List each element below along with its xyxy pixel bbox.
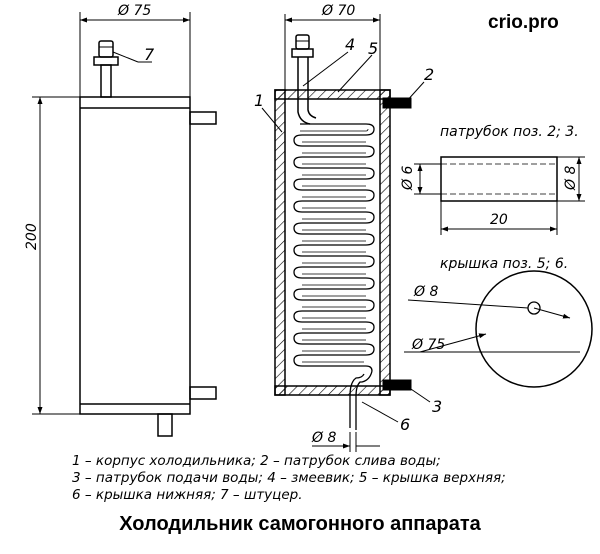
legend-line: 1 – корпус холодильника; 2 – патрубок сл… [72, 453, 441, 469]
pipe-inner-dim: Ø 6 [400, 166, 416, 191]
lid-detail-caption: крышка поз. 5; 6. [440, 256, 568, 272]
callout-2: 2 [424, 65, 434, 84]
callout-6: 6 [400, 415, 410, 434]
lid-hole-dim: Ø 8 [413, 284, 438, 300]
pipe-detail [414, 156, 585, 235]
pipe-length-dim: 20 [490, 212, 508, 228]
right-width-dim: Ø 70 [321, 3, 355, 19]
legend-line: 3 – патрубок подачи воды; 4 – змеевик; 5… [72, 470, 506, 486]
section-dimensions [261, 14, 431, 452]
callout-7: 7 [144, 45, 155, 64]
pipe-detail-caption: патрубок поз. 2; 3. [440, 124, 579, 140]
callout-5: 5 [368, 39, 378, 58]
external-view [79, 40, 217, 437]
height-dim: 200 [24, 223, 40, 250]
lid-diameter-dim: Ø 75 [411, 337, 445, 353]
parts-legend: 1 – корпус холодильника; 2 – патрубок сл… [72, 453, 592, 504]
left-dimensions [32, 12, 191, 415]
brand-label: crio.pro [488, 12, 559, 33]
callout-1: 1 [254, 91, 264, 110]
bottom-pipe-dim: Ø 8 [311, 430, 336, 446]
page-title: Холодильник самогонного аппарата [119, 513, 481, 535]
coil [293, 123, 375, 430]
pipe-outer-dim: Ø 8 [563, 166, 579, 191]
callout-3: 3 [432, 397, 442, 416]
section-view [274, 34, 412, 430]
lid-detail [404, 270, 593, 388]
left-width-dim: Ø 75 [117, 3, 151, 19]
callout-4: 4 [345, 35, 355, 54]
legend-line: 6 – крышка нижняя; 7 – штуцер. [72, 487, 303, 503]
